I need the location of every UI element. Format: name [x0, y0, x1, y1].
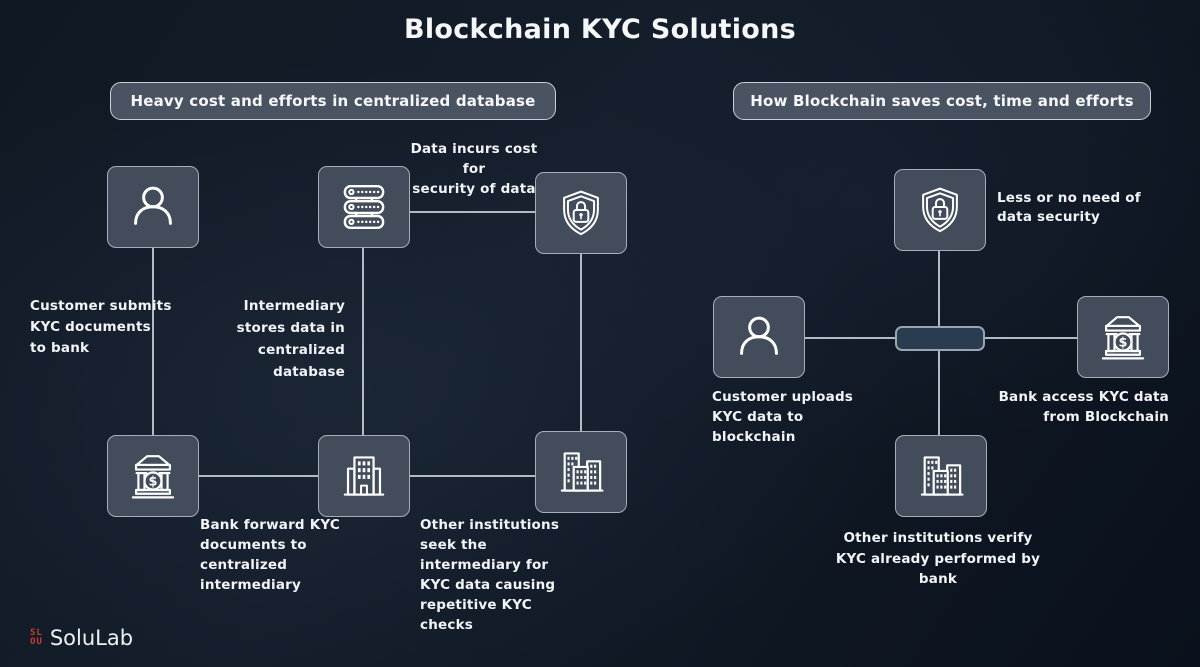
label-other-institutions-verify: Other institutions verify KYC already pe… [835, 530, 1041, 587]
connector-customer-to-hub [804, 337, 897, 339]
intermediary-node [318, 435, 410, 517]
connector-server-to-shield [408, 211, 537, 213]
customer-node-right [713, 296, 805, 378]
connector-hub-to-bank [985, 337, 1079, 339]
connector-hub-to-institutions [938, 350, 940, 435]
shield-lock-icon [554, 186, 608, 240]
shield-lock-icon [913, 183, 967, 237]
office-building-icon [337, 449, 391, 503]
label-data-incurs-cost: Data incurs cost for security of data [410, 141, 538, 197]
bank-node-left: $ [107, 435, 199, 517]
label-less-need-security: Less or no need of data security [997, 190, 1141, 225]
server-stack-icon [337, 180, 391, 234]
label-bank-forward: Bank forward KYC documents to centralize… [200, 517, 340, 593]
connector-intermediary-to-institutions [410, 475, 539, 477]
city-buildings-icon [914, 449, 968, 503]
label-bank-access: Bank access KYC data from Blockchain [998, 389, 1169, 425]
other-institutions-node-left [535, 431, 627, 513]
connector-server-to-intermediary [362, 248, 364, 435]
data-security-node-left [535, 172, 627, 254]
left-section-header: Heavy cost and efforts in centralized da… [110, 82, 556, 120]
person-icon [126, 180, 180, 234]
label-intermediary-stores: Intermediary stores data in centralized … [236, 298, 345, 380]
page-title: Blockchain KYC Solutions [403, 14, 797, 45]
svg-text:$: $ [149, 475, 158, 490]
bank-node-right: $ [1077, 296, 1169, 378]
bank-icon: $ [125, 448, 181, 504]
left-section-header-label: Heavy cost and efforts in centralized da… [130, 92, 536, 110]
city-buildings-icon [554, 445, 608, 499]
other-institutions-node-right [895, 435, 987, 517]
central-server-node [318, 166, 410, 248]
connector-shield-to-hub [938, 250, 940, 327]
bank-icon: $ [1095, 309, 1151, 365]
connector-bank-to-intermediary [199, 475, 320, 477]
data-security-node-right [894, 169, 986, 251]
customer-node-left [107, 166, 199, 248]
label-customer-submits: Customer submits KYC documents to bank [30, 298, 172, 356]
right-section-header-label: How Blockchain saves cost, time and effo… [750, 92, 1134, 110]
right-section-header: How Blockchain saves cost, time and effo… [733, 82, 1151, 120]
svg-text:$: $ [1119, 336, 1128, 351]
solulab-logo-text: SoluLab [49, 626, 134, 650]
label-customer-uploads: Customer uploads KYC data to blockchain [712, 389, 854, 445]
label-other-institutions-seek: Other institutions seek the intermediary… [420, 517, 560, 633]
blockchain-hub-node [895, 326, 985, 351]
connector-customer-to-bank [152, 248, 154, 435]
connector-shield-to-institutions [580, 254, 582, 431]
person-icon [732, 310, 786, 364]
